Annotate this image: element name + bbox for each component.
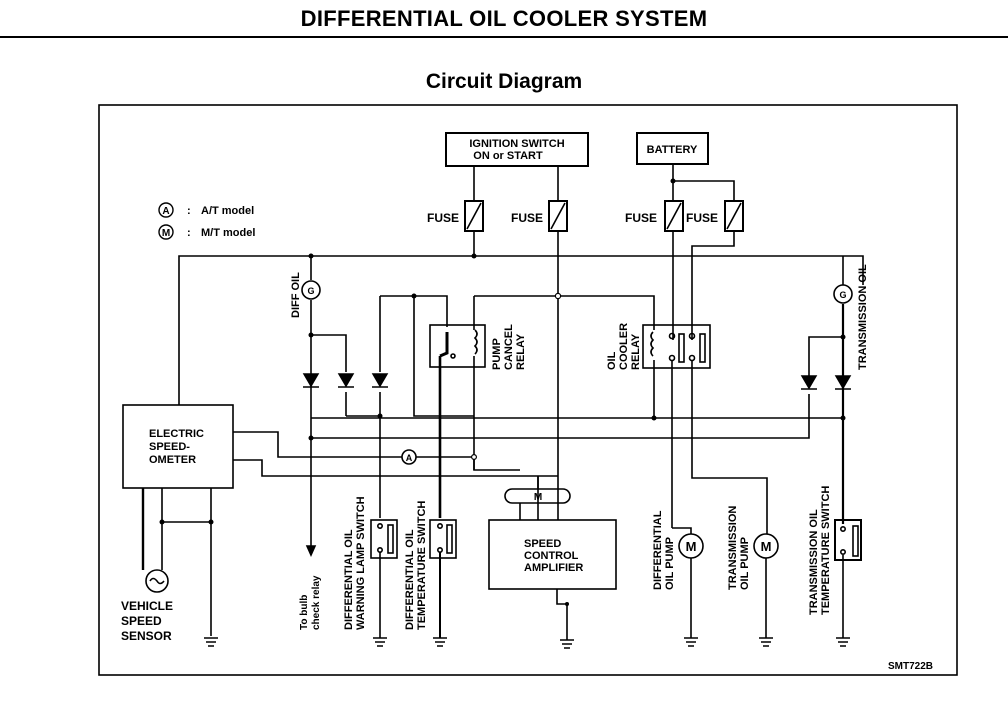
diff-oil-temp-switch-label-1: DIFFERENTIAL OIL (404, 529, 416, 630)
connector-a-label: A (406, 453, 413, 463)
electric-speedometer-box (122, 404, 234, 489)
legend-label-at: A/T model (201, 205, 254, 217)
vehicle-speed-sensor-label-2: SPEED (121, 614, 162, 628)
legend-sep: : (187, 227, 191, 239)
pump-cancel-relay-label-3: RELAY (515, 333, 527, 370)
diode-4 (800, 375, 818, 390)
ignition-switch-label-2: ON or START (473, 150, 543, 162)
title-rule (0, 36, 1008, 38)
oil-cooler-relay-label-3: RELAY (630, 333, 642, 370)
legend-label-mt: M/T model (201, 227, 255, 239)
vehicle-speed-sensor-label-1: VEHICLE (121, 599, 173, 613)
oil-cooler-relay-label-1: OIL (606, 351, 618, 370)
speed-control-amplifier-label-1: SPEED (524, 538, 561, 550)
speedometer-label-1: ELECTRIC (149, 428, 204, 440)
trans-oil-temp-switch-label-2: TEMPERATURE SWITCH (820, 486, 832, 615)
pump-cancel-relay-label-1: PUMP (491, 338, 503, 370)
ignition-switch-box (445, 132, 589, 167)
trans-oil-pump-motor-symbol: M (761, 539, 772, 554)
trans-oil-pump-label-2: OIL PUMP (739, 537, 751, 590)
diff-oil-label: DIFF OIL (290, 272, 302, 318)
vehicle-speed-sensor-symbol (145, 569, 169, 593)
fuse-2 (548, 200, 568, 232)
speedometer-label-2: SPEED- (149, 441, 190, 453)
trans-oil-temp-switch-box (834, 519, 862, 561)
diff-oil-temp-switch-box (429, 519, 457, 559)
diode-2 (337, 373, 355, 388)
speed-control-amplifier-label-3: AMPLIFIER (524, 562, 583, 574)
fuse-label-3: FUSE (625, 211, 657, 225)
diagram-frame (98, 104, 958, 676)
fuse-label-2: FUSE (511, 211, 543, 225)
page-title: DIFFERENTIAL OIL COOLER SYSTEM (300, 6, 708, 31)
diff-oil-gauge-symbol: G (307, 286, 314, 296)
battery-label: BATTERY (647, 144, 698, 156)
pump-cancel-relay (429, 324, 486, 368)
diode-1 (302, 373, 320, 388)
bulb-check-label-1: To bulb (299, 595, 310, 630)
diff-oil-temp-switch-label-2: TEMPERATURE SWITCH (416, 501, 428, 630)
figure-code: SMT722B (888, 661, 933, 672)
speed-control-amplifier-label-2: CONTROL (524, 550, 579, 562)
trans-oil-temp-switch-label-1: TRANSMISSION OIL (808, 509, 820, 615)
transmission-oil-gauge-symbol: G (839, 290, 846, 300)
fuse-1 (464, 200, 484, 232)
connector-a (401, 449, 417, 465)
diff-oil-warning-switch-label-2: WARNING LAMP SWITCH (355, 496, 367, 630)
diode-3 (371, 373, 389, 388)
fuse-label-4: FUSE (686, 211, 718, 225)
diff-oil-pump-motor-symbol: M (686, 539, 697, 554)
trans-oil-pump-label-1: TRANSMISSION (727, 506, 739, 590)
speedometer-label-3: OMETER (149, 454, 196, 466)
diagram-subtitle: Circuit Diagram (425, 70, 583, 93)
diff-oil-pump-label-2: OIL PUMP (664, 537, 676, 590)
transmission-oil-label: TRANSMISSION OIL (857, 264, 869, 370)
oil-cooler-relay (642, 324, 711, 369)
speed-control-amplifier-box (488, 519, 617, 590)
legend: A : A/T model M : M/T model (158, 202, 255, 240)
fuse-4 (724, 200, 744, 232)
vehicle-speed-sensor-label-3: SENSOR (121, 629, 172, 643)
bulb-check-label-2: check relay (311, 575, 322, 630)
ignition-switch-label: IGNITION SWITCH (469, 138, 564, 150)
ground-symbols (204, 637, 850, 649)
connector-m-label: M (534, 492, 542, 503)
pump-cancel-relay-label-2: CANCEL (503, 324, 515, 370)
oil-cooler-relay-label-2: COOLER (618, 323, 630, 370)
diff-oil-warning-switch-box (370, 519, 398, 559)
fuse-label-1: FUSE (427, 211, 459, 225)
diff-oil-gauge (301, 280, 321, 300)
diff-oil-pump-label-1: DIFFERENTIAL (652, 510, 664, 590)
diff-oil-warning-switch-label-1: DIFFERENTIAL OIL (343, 529, 355, 630)
diode-5 (834, 375, 852, 390)
fuse-3 (664, 200, 684, 232)
legend-symbol-a: A (162, 206, 169, 217)
legend-symbol-m: M (162, 228, 170, 239)
legend-sep: : (187, 205, 191, 217)
